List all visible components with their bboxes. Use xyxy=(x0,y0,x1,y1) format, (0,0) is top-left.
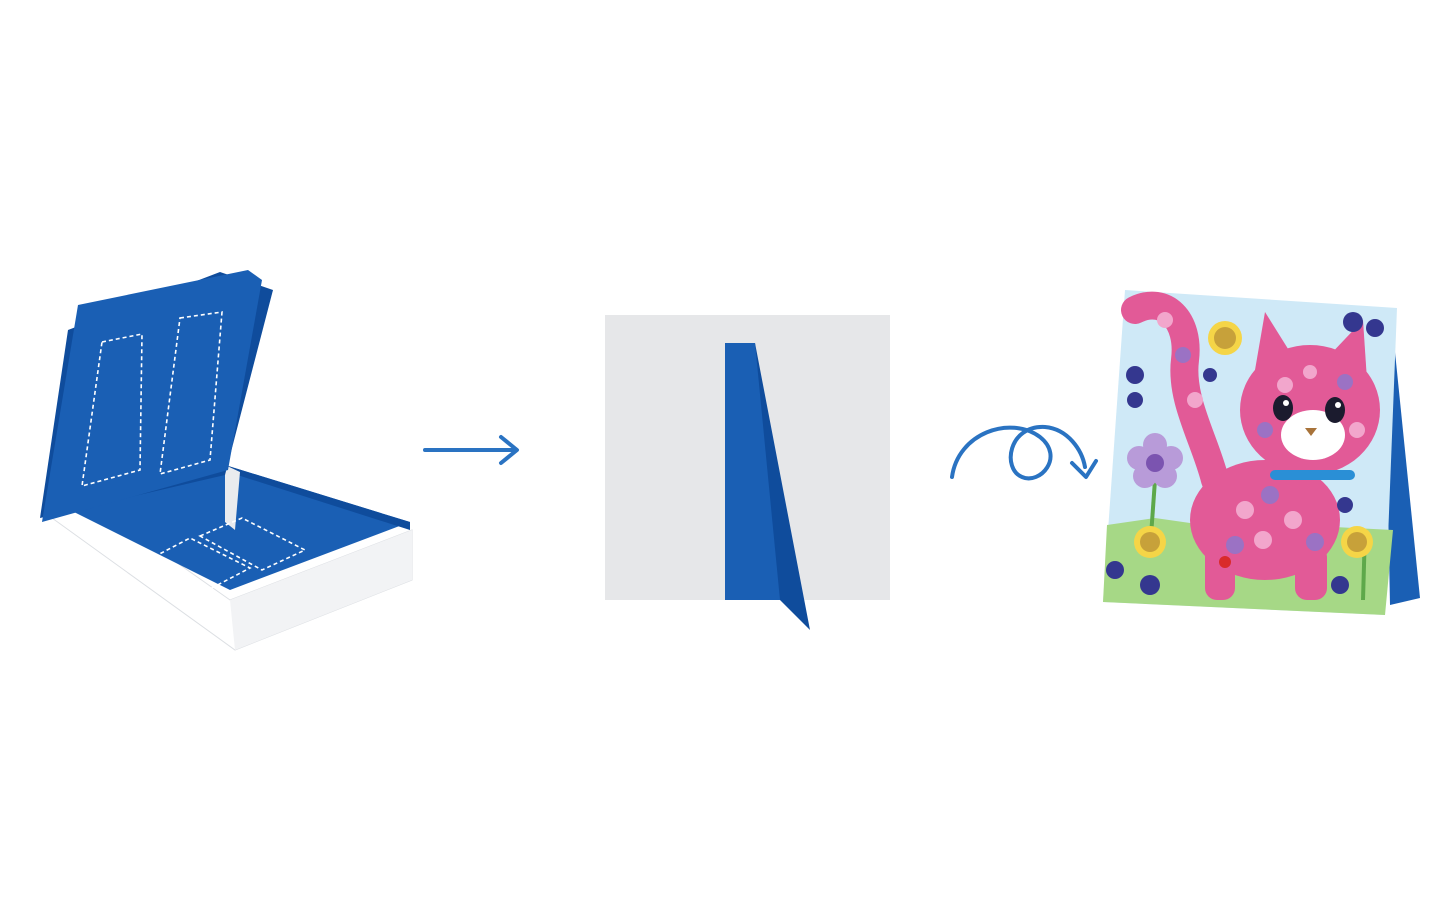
sticker-dots xyxy=(1157,312,1365,554)
fold-strip-flap-light xyxy=(755,343,780,600)
open-box-step xyxy=(30,260,430,660)
standing-card-step xyxy=(1095,280,1435,625)
floor-dash-left xyxy=(146,537,252,591)
ladybug xyxy=(1219,556,1231,568)
fold-stand-step xyxy=(600,310,900,640)
box-lid-inner xyxy=(42,270,262,522)
arrow-step-connector xyxy=(415,425,535,475)
floor-dash-right xyxy=(198,517,307,571)
box-right-side-shadow xyxy=(230,530,412,650)
card-stand xyxy=(1385,350,1420,605)
fold-strip-front xyxy=(725,343,755,600)
flower-left xyxy=(1127,433,1183,488)
gold-dots xyxy=(1134,321,1373,558)
lid-dash-left xyxy=(81,333,143,488)
box-inner-wall-gray xyxy=(225,465,240,530)
fold-stand-icon xyxy=(605,315,890,630)
navy-dots xyxy=(1106,312,1384,595)
box-inner-wall-right xyxy=(225,465,410,530)
lid-dash-right xyxy=(159,311,223,476)
open-box-icon xyxy=(40,270,413,651)
card-picture xyxy=(1103,290,1397,615)
cat-sticker-card-icon xyxy=(1103,290,1420,615)
loop-arrow-right-icon xyxy=(950,424,1098,481)
loop-arrow-connector xyxy=(940,405,1100,495)
straight-arrow-right-icon xyxy=(423,435,519,465)
